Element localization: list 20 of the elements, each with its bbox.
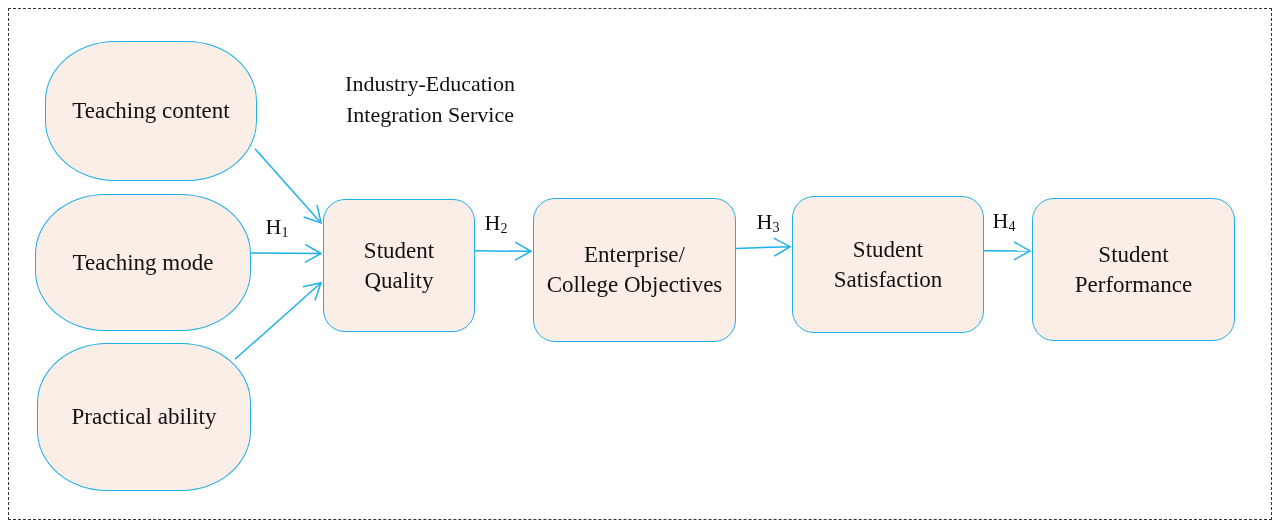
arrow bbox=[254, 148, 322, 224]
process-box bbox=[792, 196, 984, 333]
arrow bbox=[735, 237, 791, 257]
node-label: Student Quality bbox=[362, 236, 436, 295]
arrow bbox=[983, 241, 1031, 261]
node-label: Student Satisfaction bbox=[832, 235, 944, 294]
process-box bbox=[323, 199, 475, 332]
node-label: Teaching mode bbox=[71, 248, 215, 277]
node-label: Teaching content bbox=[71, 97, 231, 126]
process-box bbox=[1032, 198, 1235, 341]
arrow bbox=[234, 282, 322, 361]
rounded-node bbox=[37, 343, 251, 491]
node-label: Enterprise/ College Objectives bbox=[545, 241, 724, 299]
node-label: Student Performance bbox=[1073, 240, 1194, 299]
frame-title: Industry-Education Integration Service bbox=[344, 70, 516, 129]
dashed-frame bbox=[8, 8, 1272, 520]
arrow bbox=[250, 243, 322, 264]
process-box bbox=[533, 198, 736, 342]
arrow bbox=[474, 241, 532, 261]
node-label: Practical ability bbox=[70, 403, 218, 432]
